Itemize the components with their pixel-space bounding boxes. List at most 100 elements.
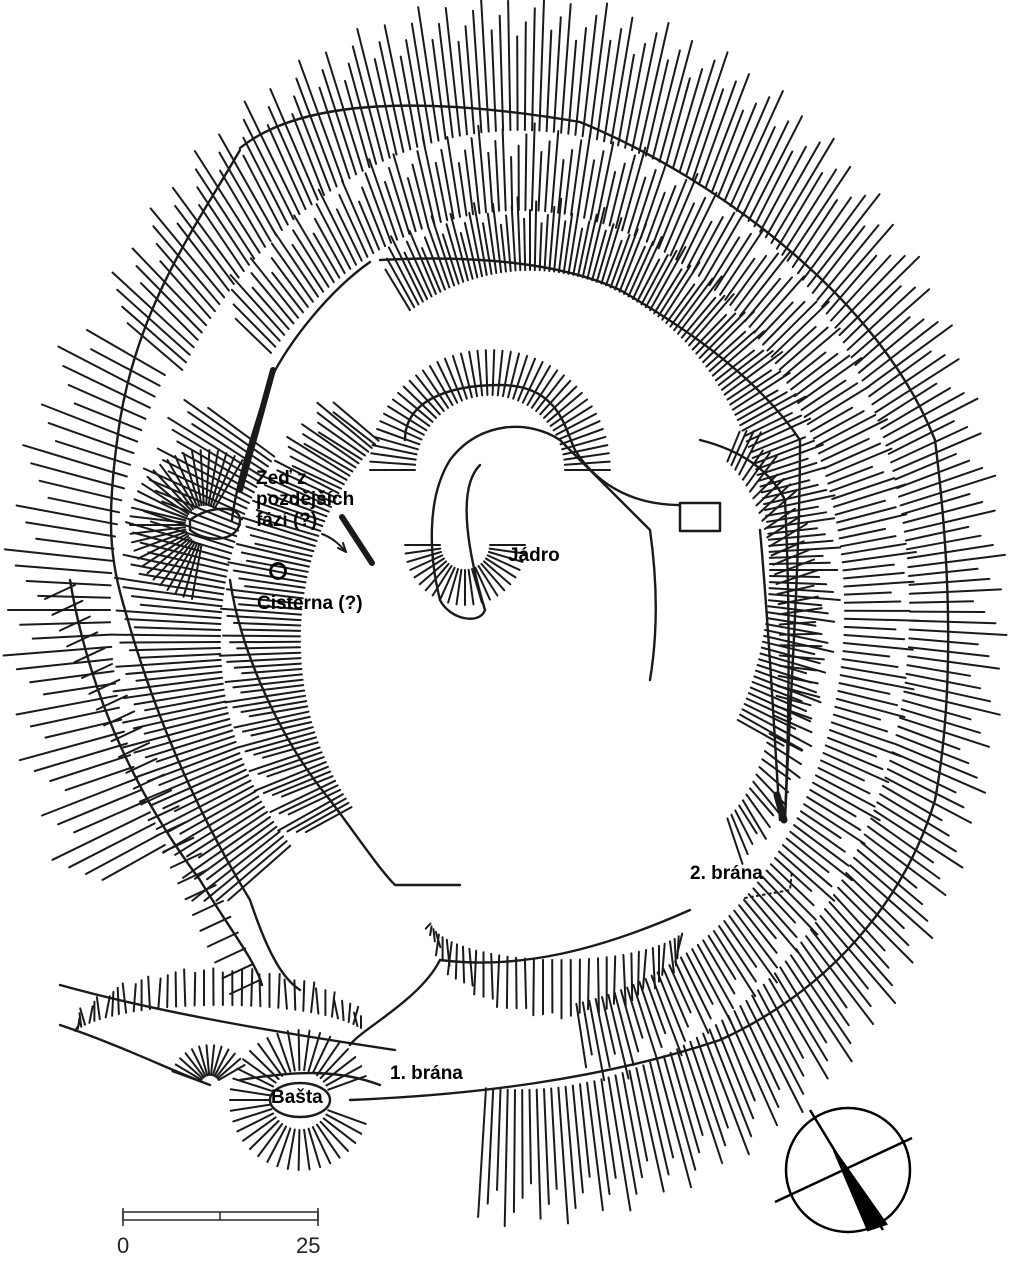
hachure-stroke [525, 134, 526, 210]
hachure-stroke [591, 151, 604, 219]
scale-end-label: 25 [296, 1233, 320, 1259]
hachure-stroke [342, 181, 373, 254]
hachure-stroke [512, 206, 516, 270]
hachure-stroke [208, 933, 238, 947]
hachure-stroke [604, 29, 621, 141]
hachure-stroke [601, 1079, 615, 1178]
hachure-stroke [898, 727, 959, 750]
hachure-stroke [910, 601, 973, 602]
hachure-stroke [845, 619, 919, 621]
east-wall-fragment [777, 795, 784, 820]
hachure-stroke [497, 1089, 501, 1190]
scale-start-label: 0 [117, 1233, 129, 1259]
hachure-stroke [830, 472, 883, 491]
hachure-stroke [401, 57, 418, 147]
hachure-stroke [715, 234, 751, 290]
hachure-stroke [839, 514, 907, 530]
gate-2-label: 2. brána [690, 863, 763, 884]
hachure-stroke [474, 951, 476, 995]
hachure-stroke [697, 1038, 728, 1128]
hachure-stroke [843, 565, 894, 571]
hachure-stroke [779, 676, 818, 684]
hachure-stroke [664, 1056, 696, 1170]
hachure-stroke [342, 1001, 344, 1020]
hachure-stroke [432, 216, 454, 285]
hachure-stroke [495, 141, 499, 211]
hachure-stroke [231, 275, 285, 335]
hachure-stroke [492, 30, 496, 130]
hachure-stroke [770, 576, 819, 577]
hachure-stroke [251, 969, 252, 1006]
hachure-stroke [91, 349, 160, 386]
hachure-stroke [652, 976, 682, 1055]
hachure-stroke [234, 304, 276, 346]
hachure-stroke [130, 648, 220, 650]
hachure-stroke [760, 147, 806, 232]
hachure-stroke [478, 126, 486, 213]
hachure-stroke [552, 131, 559, 212]
hachure-stroke [493, 350, 495, 395]
hachure-stroke [498, 351, 503, 396]
hachure-stroke [704, 209, 746, 281]
hachure-stroke [565, 150, 573, 214]
hachure-stroke [614, 956, 615, 1004]
hachure-stroke [52, 601, 82, 615]
hachure-stroke [594, 1081, 609, 1194]
hachure-stroke [888, 769, 964, 807]
hachure-stroke [69, 385, 146, 419]
hachure-stroke [417, 151, 434, 224]
hachure-stroke [587, 1083, 603, 1210]
hachure-stroke [124, 684, 223, 698]
hachure-stroke [195, 973, 196, 1006]
hachure-stroke [540, 223, 542, 270]
hachure-stroke [148, 977, 150, 1010]
hachure-stroke [532, 123, 535, 210]
south-ward-base [350, 960, 440, 1045]
hachure-stroke [500, 16, 503, 131]
later-wall-segment [342, 517, 372, 563]
hachure-stroke [369, 159, 397, 240]
hachure-stroke [106, 996, 110, 1017]
hachure-stroke [589, 1001, 604, 1080]
hachure-stroke [845, 627, 896, 630]
hachure-stroke [905, 511, 995, 532]
hachure-stroke [285, 980, 287, 1009]
hachure-layer [4, 0, 1007, 1226]
hachure-stroke [371, 453, 416, 459]
hachure-stroke [235, 664, 301, 668]
hachure-stroke [902, 494, 969, 514]
hachure-stroke [675, 939, 676, 966]
hachure-stroke [16, 566, 112, 574]
hachure-stroke [385, 270, 410, 311]
hachure-stroke [719, 926, 756, 981]
hachure-stroke [615, 229, 638, 289]
hachure-stroke [175, 802, 261, 855]
hachure-stroke [791, 354, 837, 390]
hachure-stroke [590, 4, 607, 138]
hachure-stroke [167, 975, 168, 1007]
hachure-stroke [627, 988, 642, 1038]
hachure-stroke [596, 999, 610, 1067]
hachure-stroke [433, 929, 435, 941]
hachure-stroke [184, 969, 185, 1006]
hachure-stroke [554, 17, 561, 132]
hachure-stroke [241, 630, 301, 631]
hachure-stroke [844, 582, 913, 587]
hachure-stroke [821, 761, 864, 781]
hachure-stroke [122, 307, 186, 363]
hachure-stroke [233, 1109, 271, 1121]
hachure-stroke [524, 219, 525, 270]
south-outer-wall-1 [60, 985, 395, 1050]
hachure-stroke [843, 651, 889, 656]
hachure-stroke [391, 236, 423, 301]
hachure-stroke [126, 619, 221, 624]
hachure-stroke [370, 462, 415, 465]
hachure-stroke [530, 1090, 532, 1184]
hachure-stroke [316, 988, 318, 1013]
hachure-stroke [618, 55, 634, 145]
hachure-stroke [56, 441, 130, 465]
bastion-label: Bašta [271, 1087, 323, 1108]
hachure-stroke [317, 204, 351, 268]
hachure-stroke [469, 949, 472, 986]
hachure-stroke [909, 638, 978, 644]
